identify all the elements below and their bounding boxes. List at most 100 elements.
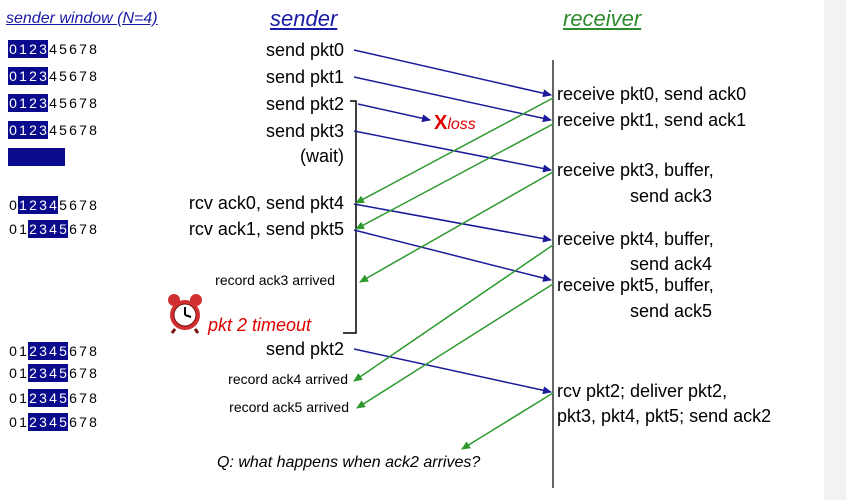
window-seq-number: 5 (59, 122, 67, 138)
window-seq-number: 2 (28, 389, 38, 407)
window-seq-number: 8 (89, 41, 97, 57)
window-seq-number: 7 (79, 95, 87, 111)
window-seq-number: 4 (48, 342, 58, 360)
send-pkt3-label: send pkt3 (265, 121, 344, 141)
window-seq-number: 8 (89, 221, 97, 237)
pkt0-arrow (353, 49, 552, 98)
window-seq-number: 0 (9, 343, 17, 359)
wait-label: (wait) (300, 146, 344, 166)
window-seq-number: 1 (18, 94, 28, 112)
window-seq-number: 8 (89, 365, 97, 381)
receive-pkt4-label: receive pkt4, buffer, (557, 229, 714, 249)
alarm-clock-icon (166, 292, 204, 334)
window-seq-number: 2 (28, 364, 38, 382)
window-seq-number: 5 (59, 68, 67, 84)
window-seq-number: 0 (9, 414, 17, 430)
window-seq-number: 3 (38, 220, 48, 238)
window-seq-number: 7 (79, 343, 87, 359)
window-seq-number: 6 (69, 122, 77, 138)
rcv-ack1-label: rcv ack1, send pkt5 (188, 219, 344, 239)
window-seq-number: 3 (38, 413, 48, 431)
window-seq-number: 6 (69, 365, 77, 381)
window-seq-number: 1 (19, 221, 27, 237)
send-ack4-label: send ack4 (630, 254, 713, 274)
window-seq-number: 3 (38, 121, 48, 139)
resend-pkt2-label: send pkt2 (265, 339, 344, 359)
window-seq-number: 5 (58, 342, 68, 360)
record-ack5-label: record ack5 arrived (229, 399, 349, 415)
window-seq-number: 8 (89, 390, 97, 406)
record-ack3-label: record ack3 arrived (215, 272, 335, 288)
ack2-arrow (461, 392, 554, 450)
window-seq-number: 3 (38, 196, 48, 214)
sender-header: sender (270, 6, 338, 31)
send-ack5-label: send ack5 (630, 301, 713, 321)
window-seq-number: 4 (48, 196, 58, 214)
window-seq-number: 8 (89, 197, 97, 213)
window-seq-number: 6 (69, 221, 77, 237)
window-seq-number: 0 (9, 221, 17, 237)
sender-window-header: sender window (N=4) (6, 10, 158, 27)
window-seq-number: 4 (48, 413, 58, 431)
window-seq-number: 3 (38, 67, 48, 85)
window-seq-number: 0 (8, 121, 18, 139)
window-seq-number: 5 (59, 197, 67, 213)
window-seq-number: 3 (38, 389, 48, 407)
window-seq-number: 5 (59, 41, 67, 57)
ack3-arrow (359, 171, 554, 283)
window-seq-number: 1 (19, 414, 27, 430)
window-seq-number: 1 (18, 67, 28, 85)
window-seq-number: 0 (8, 94, 18, 112)
window-seq-number: 1 (18, 40, 28, 58)
window-seq-number: 7 (79, 365, 87, 381)
window-seq-number: 7 (79, 414, 87, 430)
window-seq-number: 0 (9, 197, 17, 213)
window-seq-number: 8 (89, 122, 97, 138)
window-seq-number: 2 (28, 413, 38, 431)
question-text: Q: what happens when ack2 arrives? (217, 454, 481, 471)
pkt3-arrow (353, 130, 552, 173)
window-seq-number: 5 (58, 220, 68, 238)
window-seq-number: 6 (69, 68, 77, 84)
window-seq-number: 3 (38, 40, 48, 58)
pkt2-timeout-label: pkt 2 timeout (208, 315, 312, 335)
receiver-header: receiver (563, 6, 642, 31)
window-seq-number: 0 (9, 390, 17, 406)
window-seq-number: 1 (19, 365, 27, 381)
window-seq-number: 6 (69, 343, 77, 359)
loss-x: X (434, 112, 448, 134)
window-seq-number: 8 (89, 414, 97, 430)
window-seq-number: 5 (58, 364, 68, 382)
receive-pkt1-label: receive pkt1, send ack1 (557, 110, 747, 130)
window-seq-number: 1 (18, 196, 28, 214)
receive-pkt3-label: receive pkt3, buffer, (557, 160, 714, 180)
window-seq-number: 7 (79, 122, 87, 138)
window-seq-number: 5 (59, 95, 67, 111)
ack5-arrow (356, 283, 554, 409)
window-seq-number: 7 (79, 390, 87, 406)
receive-pkt0-label: receive pkt0, send ack0 (557, 84, 747, 104)
window-seq-number: 4 (48, 389, 58, 407)
send-pkt0-label: send pkt0 (265, 40, 344, 60)
window-seq-number: 3 (38, 94, 48, 112)
window-seq-number: 6 (69, 197, 77, 213)
window-seq-number: 2 (28, 40, 38, 58)
window-seq-number: 2 (28, 342, 38, 360)
window-seq-number: 7 (79, 41, 87, 57)
window-seq-number: 6 (69, 414, 77, 430)
send-ack3-label: send ack3 (630, 186, 713, 206)
timeout-bracket (343, 100, 357, 334)
loss-label: loss (447, 116, 476, 133)
pkt4-arrow (353, 203, 552, 243)
window-seq-number: 5 (58, 389, 68, 407)
window-seq-number: 5 (58, 413, 68, 431)
window-seq-number: 1 (18, 121, 28, 139)
pkt5-arrow (353, 229, 552, 282)
window-seq-number: 8 (89, 68, 97, 84)
